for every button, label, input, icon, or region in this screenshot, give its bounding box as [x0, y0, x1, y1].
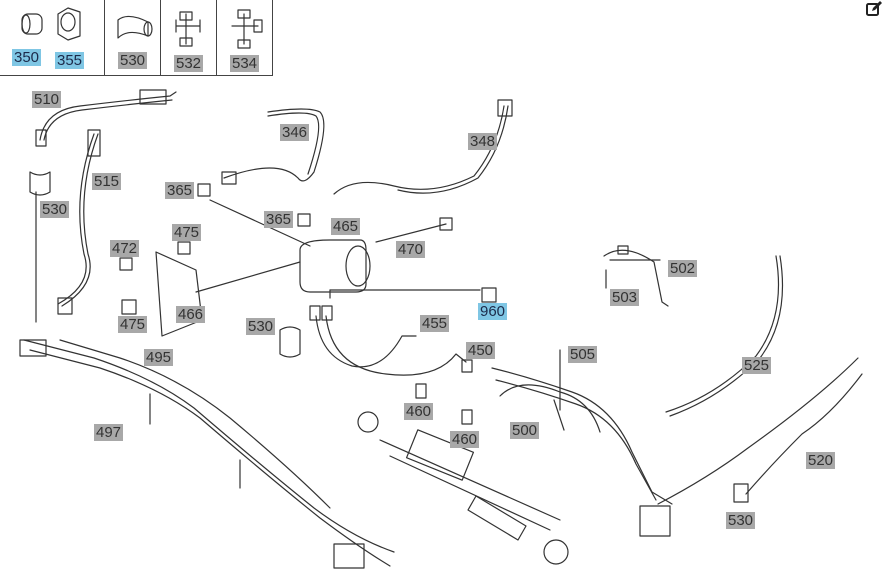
callout-530[interactable]: 530 — [246, 318, 276, 335]
callout-475[interactable]: 475 — [172, 224, 202, 241]
tee-fitting-icon — [231, 9, 263, 49]
callout-465[interactable]: 465 — [331, 218, 361, 235]
legend-divider — [0, 0, 105, 76]
tee-fitting-icon — [175, 11, 201, 47]
callout-503[interactable]: 503 — [610, 289, 640, 306]
hose-455 — [315, 315, 417, 368]
legend-label-534[interactable]: 534 — [230, 55, 260, 72]
callout-515[interactable]: 515 — [92, 173, 122, 190]
legend-label-350[interactable]: 350 — [12, 49, 42, 66]
hose-515 — [57, 133, 95, 305]
pipe-rail-500 — [491, 367, 673, 505]
hose-510 — [39, 91, 177, 141]
legend-divider — [160, 0, 217, 76]
callout-525[interactable]: 525 — [742, 357, 772, 374]
callout-365[interactable]: 365 — [165, 182, 195, 199]
callout-530[interactable]: 530 — [726, 512, 756, 529]
callout-470[interactable]: 470 — [396, 241, 426, 258]
nut-icon — [57, 7, 81, 41]
line-348 — [333, 105, 505, 195]
legend-divider — [216, 0, 273, 76]
callout-472[interactable]: 472 — [110, 240, 140, 257]
callout-365[interactable]: 365 — [264, 211, 294, 228]
edit-icon[interactable] — [865, 0, 883, 18]
bracket-466 — [155, 251, 203, 337]
hose-450 — [325, 315, 467, 376]
sleeve-icon — [117, 15, 153, 39]
callout-495[interactable]: 495 — [144, 349, 174, 366]
callout-510[interactable]: 510 — [32, 91, 62, 108]
ring-icon — [21, 13, 43, 35]
callout-455[interactable]: 455 — [420, 315, 450, 332]
legend-label-355[interactable]: 355 — [55, 52, 85, 69]
callout-348[interactable]: 348 — [468, 133, 498, 150]
callout-502[interactable]: 502 — [668, 260, 698, 277]
legend-label-532[interactable]: 532 — [174, 55, 204, 72]
legend-divider — [0, 75, 272, 76]
steering-rack — [379, 439, 561, 531]
legend-panel — [0, 0, 273, 76]
callout-505[interactable]: 505 — [568, 346, 598, 363]
hose-525 — [665, 255, 780, 413]
hose-520 — [657, 357, 859, 505]
pipe-rail-495 — [23, 339, 395, 553]
callout-520[interactable]: 520 — [806, 452, 836, 469]
callout-346[interactable]: 346 — [280, 124, 310, 141]
line-346 — [223, 108, 325, 182]
legend-label-530[interactable]: 530 — [118, 52, 148, 69]
callout-460[interactable]: 460 — [450, 431, 480, 448]
callout-460[interactable]: 460 — [404, 403, 434, 420]
callout-497[interactable]: 497 — [94, 424, 124, 441]
callout-466[interactable]: 466 — [176, 306, 206, 323]
callout-450[interactable]: 450 — [466, 342, 496, 359]
pump-465 — [299, 239, 367, 293]
legend-divider — [104, 0, 161, 76]
callout-960[interactable]: 960 — [478, 303, 508, 320]
callout-475[interactable]: 475 — [118, 316, 148, 333]
callout-530[interactable]: 530 — [40, 201, 70, 218]
bracket-502 — [603, 249, 669, 307]
callout-500[interactable]: 500 — [510, 422, 540, 439]
